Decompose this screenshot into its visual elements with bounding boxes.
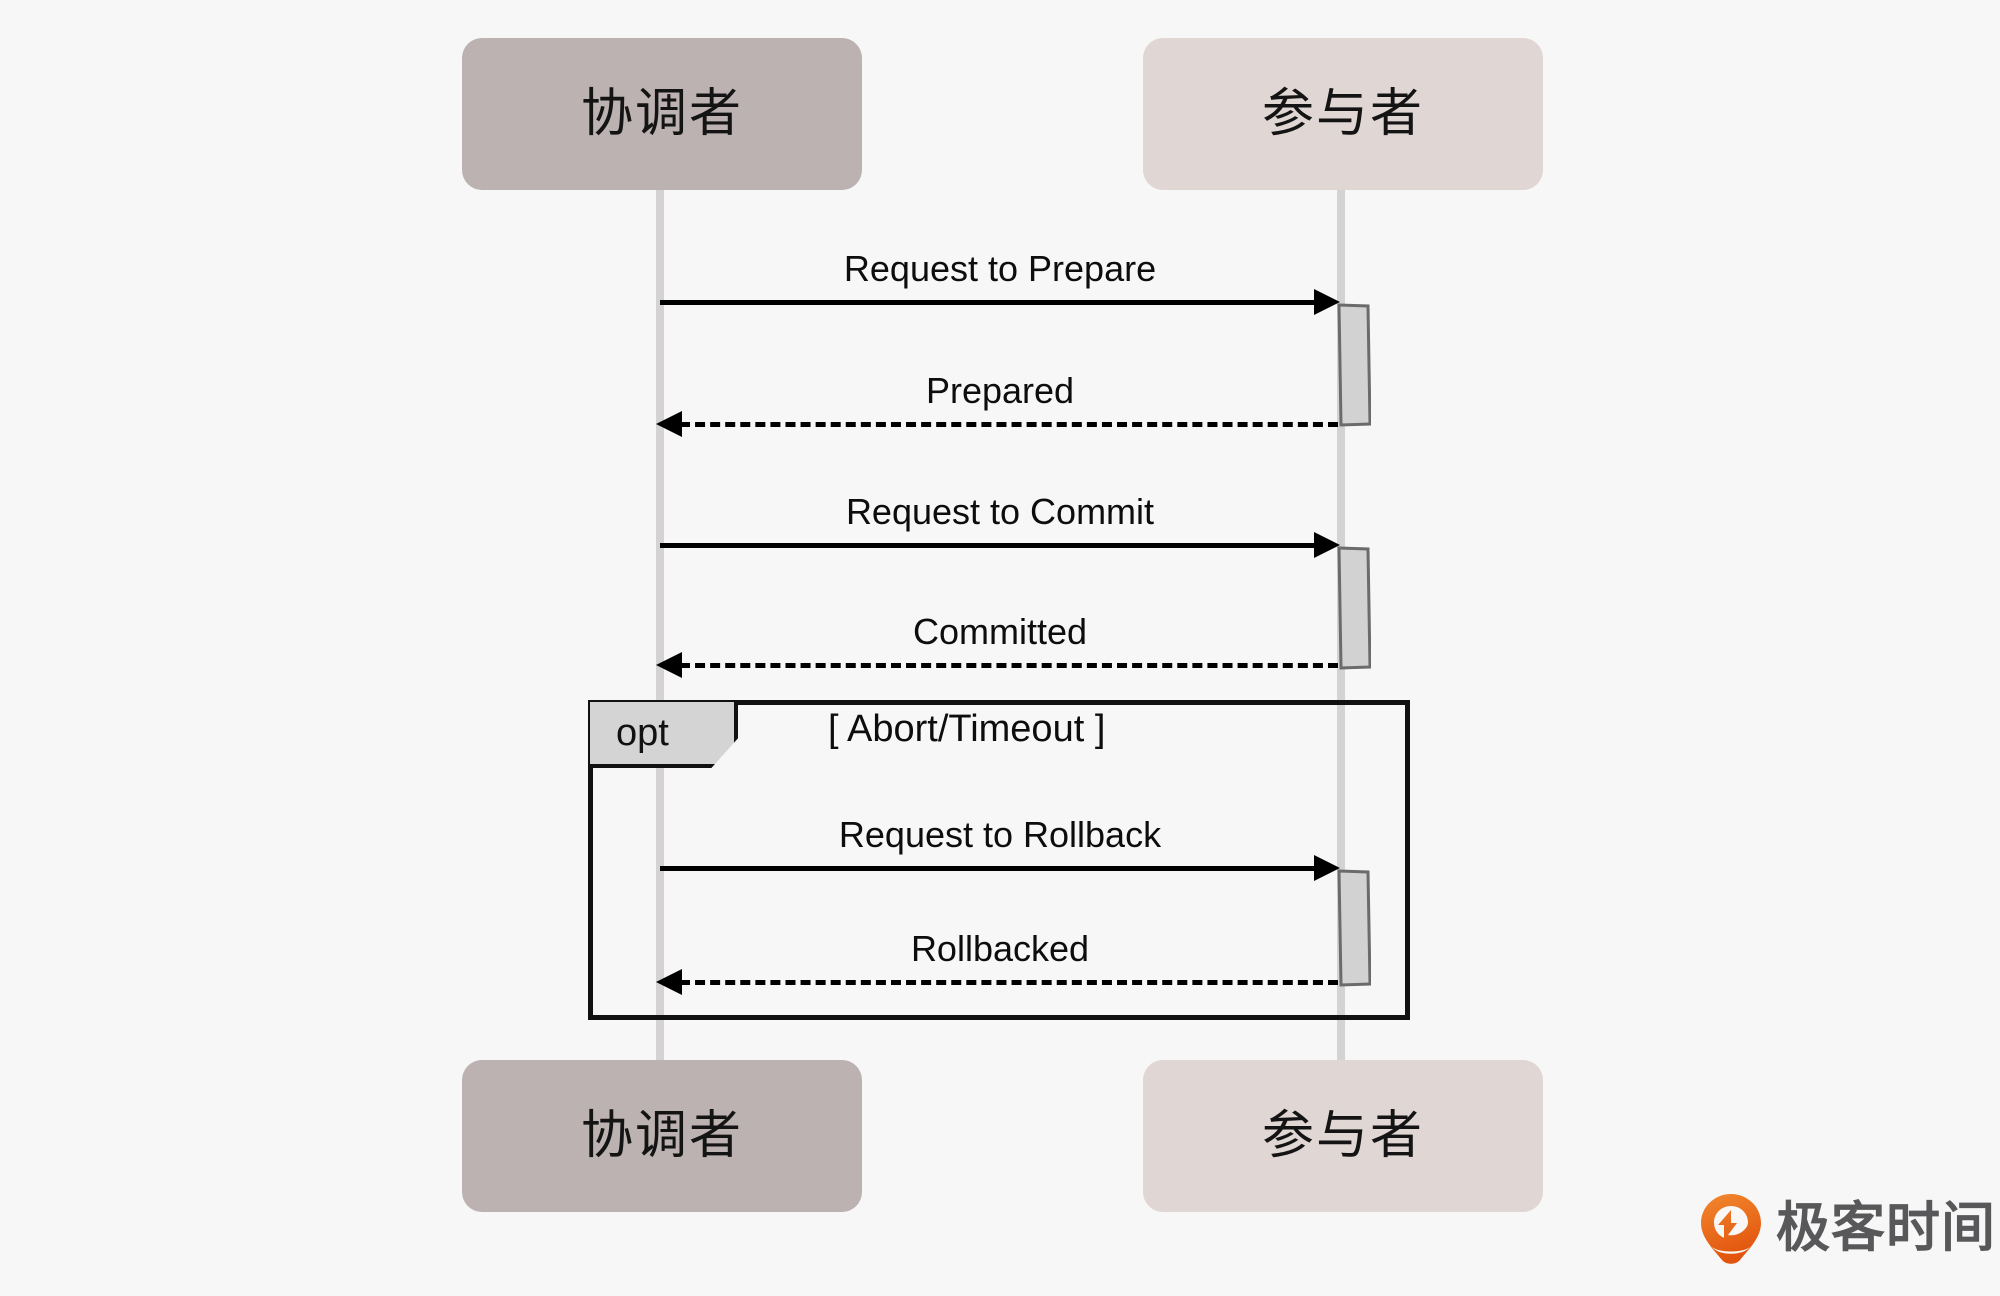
message-line-request-to-rollback xyxy=(660,866,1332,871)
arrowhead-rollbacked xyxy=(656,969,682,995)
message-line-prepared xyxy=(680,422,1338,427)
actor-label-participant-top: 参与者 xyxy=(1261,84,1424,144)
message-label-rollbacked: Rollbacked xyxy=(910,928,1090,969)
message-line-rollbacked xyxy=(680,980,1338,985)
message-label-prepared: Prepared xyxy=(925,370,1075,411)
message-line-request-to-commit xyxy=(660,543,1332,548)
actor-box-coordinator-bottom[interactable]: 协调者 xyxy=(462,1060,862,1212)
message-label-committed: Committed xyxy=(912,611,1088,652)
message-label-request-to-commit: Request to Commit xyxy=(845,491,1155,532)
opt-fragment-operator-label: opt xyxy=(616,711,669,754)
arrowhead-committed xyxy=(656,652,682,678)
activation-bar-commit xyxy=(1337,546,1372,670)
watermark-geektime: 极客时间 xyxy=(1700,1192,1996,1264)
lifeline-coordinator xyxy=(656,190,664,1070)
actor-label-coordinator-bottom: 协调者 xyxy=(580,1106,743,1166)
activation-bar-rollback xyxy=(1337,869,1372,987)
actor-label-coordinator-top: 协调者 xyxy=(580,84,743,144)
actor-box-participant-bottom[interactable]: 参与者 xyxy=(1143,1060,1543,1212)
watermark-label: 极客时间 xyxy=(1776,1196,1996,1259)
message-line-request-to-prepare xyxy=(660,300,1332,305)
opt-fragment-box[interactable] xyxy=(588,700,1410,1020)
actor-box-coordinator-top[interactable]: 协调者 xyxy=(462,38,862,190)
actor-label-participant-bottom: 参与者 xyxy=(1261,1106,1424,1166)
activation-bar-prepare xyxy=(1337,303,1372,427)
opt-fragment-tab: opt xyxy=(590,702,738,768)
message-label-request-to-prepare: Request to Prepare xyxy=(843,248,1157,289)
arrowhead-request-to-rollback xyxy=(1314,855,1340,881)
message-label-request-to-rollback: Request to Rollback xyxy=(838,814,1162,855)
arrowhead-request-to-commit xyxy=(1314,532,1340,558)
arrowhead-request-to-prepare xyxy=(1314,289,1340,315)
actor-box-participant-top[interactable]: 参与者 xyxy=(1143,38,1543,190)
arrowhead-prepared xyxy=(656,411,682,437)
geektime-pin-icon xyxy=(1700,1192,1762,1264)
opt-fragment-guard-label: [ Abort/Timeout ] xyxy=(828,708,1106,750)
message-line-committed xyxy=(680,663,1338,668)
